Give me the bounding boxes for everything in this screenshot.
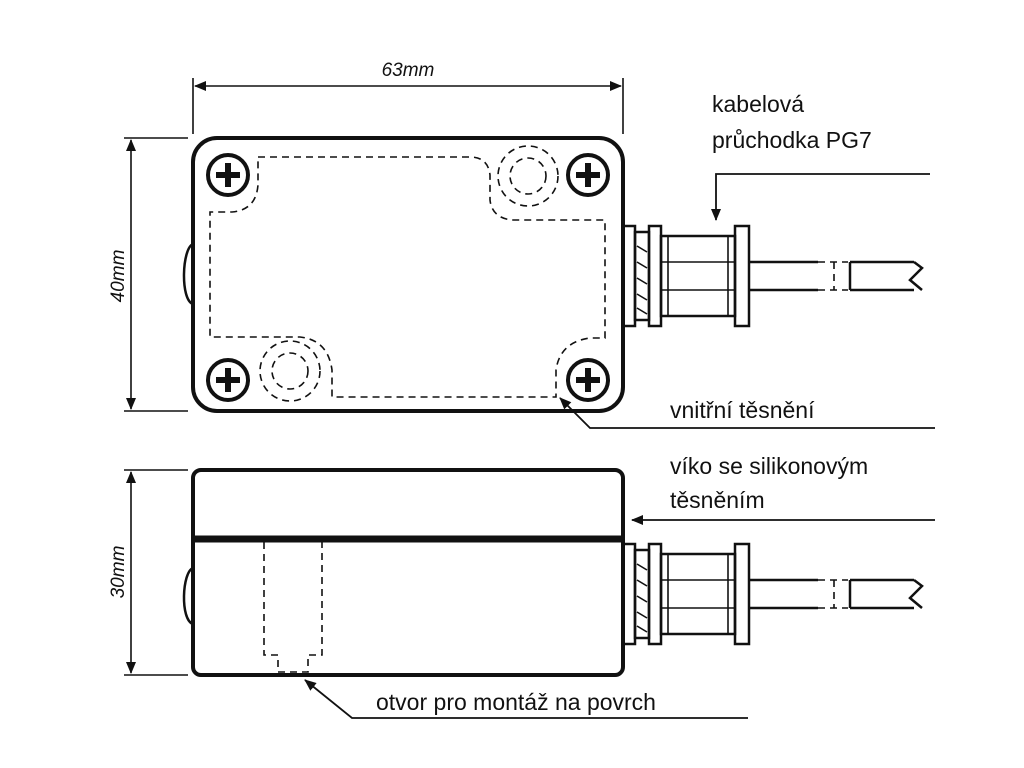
callout-lid: víko se silikonovým těsněním	[631, 453, 935, 525]
callout-mount-hole: otvor pro montáž na povrch	[304, 679, 748, 719]
cable-gland-side	[621, 542, 751, 646]
screw-icon	[566, 358, 610, 402]
inner-seal-outline	[209, 156, 606, 398]
cable-gland-label-line2: průchodka PG7	[712, 127, 872, 153]
mount-hole-label: otvor pro montáž na povrch	[376, 689, 656, 715]
inner-seal-label: vnitřní těsnění	[670, 397, 815, 423]
callout-inner-seal: vnitřní těsnění	[559, 397, 935, 429]
height-dimension-side: 30mm	[108, 469, 188, 676]
side-view	[182, 468, 924, 677]
screw-icon	[206, 358, 250, 402]
left-bump-top	[182, 242, 194, 306]
cable-gland-top	[621, 224, 751, 328]
width-dimension: 63mm	[192, 60, 624, 134]
cable-side	[749, 578, 924, 610]
height-side-dimension-label: 30mm	[108, 546, 129, 599]
boss-circle-bottom-left	[259, 340, 321, 402]
screw-icon	[206, 153, 250, 197]
width-dimension-label: 63mm	[382, 60, 435, 81]
mount-hole-outline	[263, 542, 323, 673]
height-top-dimension-label: 40mm	[108, 250, 129, 303]
cable-gland-label-line1: kabelová	[712, 91, 804, 117]
height-dimension-top: 40mm	[108, 137, 188, 412]
lid-label-line1: víko se silikonovým	[670, 453, 868, 479]
callout-cable-gland: kabelová průchodka PG7	[711, 91, 930, 221]
cable-top	[749, 260, 924, 292]
top-view	[182, 136, 924, 413]
lid-label-line2: těsněním	[670, 487, 765, 513]
boss-circle-top-right	[497, 145, 559, 207]
side-view-box	[191, 468, 625, 677]
screw-icon	[566, 153, 610, 197]
left-bump-side	[182, 566, 194, 626]
